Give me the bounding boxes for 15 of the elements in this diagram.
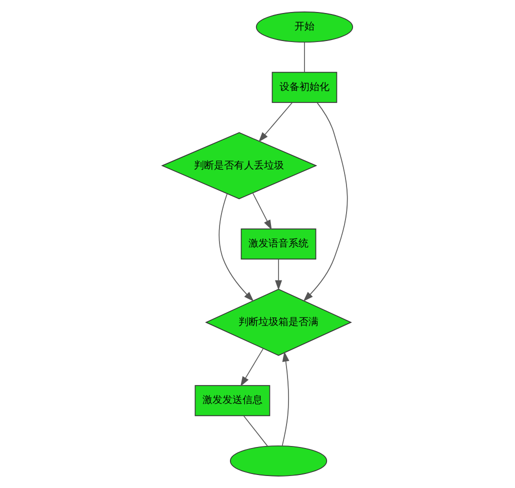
- node-ellipse: 开始: [256, 12, 354, 43]
- arrow: [240, 348, 264, 387]
- node-ellipse: [230, 445, 328, 476]
- arrow: [252, 192, 272, 230]
- node-diamond: 判断垃圾箱是否满: [205, 288, 352, 356]
- arrow: [282, 352, 290, 446]
- connector: [304, 42, 305, 73]
- arrow: [303, 102, 348, 302]
- arrow: [218, 194, 254, 302]
- arrow: [275, 258, 282, 290]
- connector: [243, 416, 268, 447]
- node-box: 激发语音系统: [240, 228, 316, 260]
- node-box: 设备初始化: [272, 72, 338, 103]
- arrow: [258, 102, 293, 142]
- node-box: 激发发送信息: [194, 385, 270, 416]
